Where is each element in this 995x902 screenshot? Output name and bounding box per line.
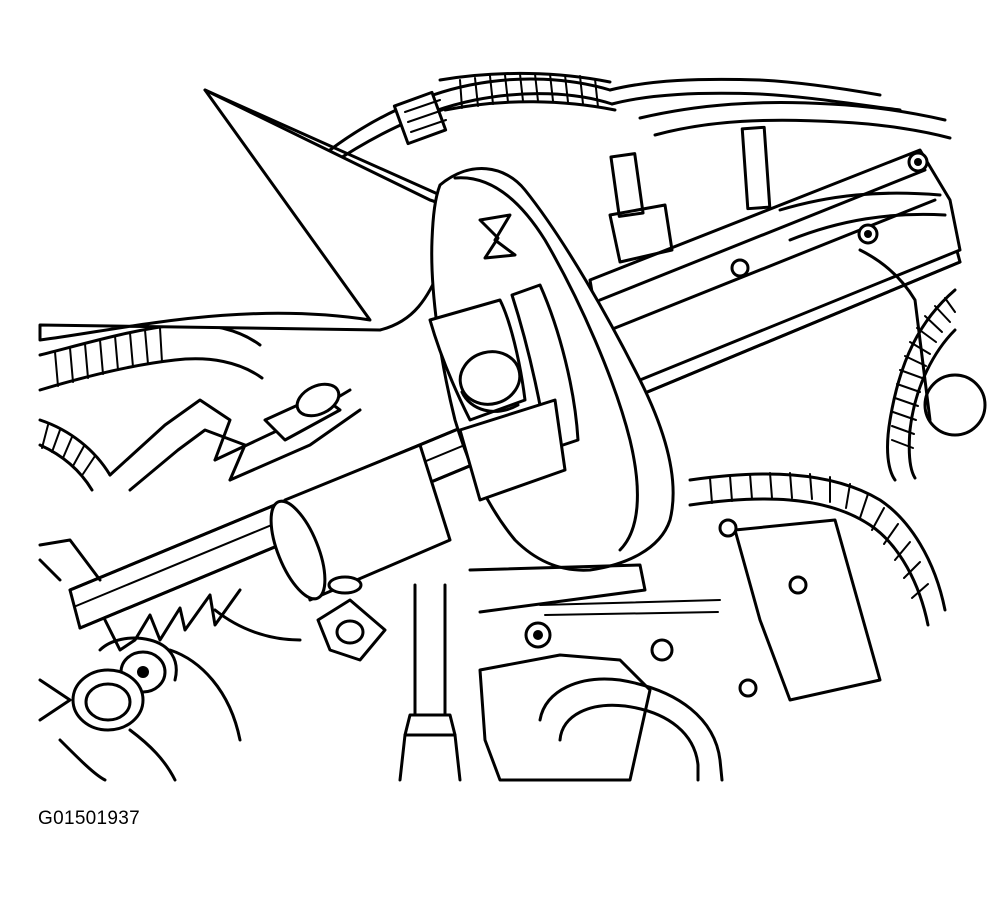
tool-arrow-marking	[478, 213, 517, 260]
column-clip	[263, 382, 342, 442]
harness-connector	[392, 90, 448, 146]
left-star-bracket	[98, 588, 387, 694]
lower-left-grommet	[38, 668, 177, 782]
control-module	[718, 518, 882, 702]
special-tool	[428, 167, 675, 572]
lower-bracket	[398, 563, 721, 782]
upper-mounting-bracket	[730, 151, 947, 278]
lower-cylinder	[269, 443, 452, 602]
upper-wiring-harness	[328, 77, 952, 167]
lower-right-corrugated-hose	[688, 472, 947, 627]
lower-round-housing	[478, 653, 724, 782]
upper-corrugated-conduit	[438, 71, 617, 112]
figure-code: G01501937	[38, 808, 141, 829]
column-housing	[588, 148, 962, 422]
lower-left-panel	[38, 538, 302, 742]
column-sleeve	[38, 88, 454, 342]
left-wiring-harness	[38, 322, 264, 492]
right-corrugated-hose	[886, 288, 987, 482]
mounting-studs	[608, 125, 772, 264]
